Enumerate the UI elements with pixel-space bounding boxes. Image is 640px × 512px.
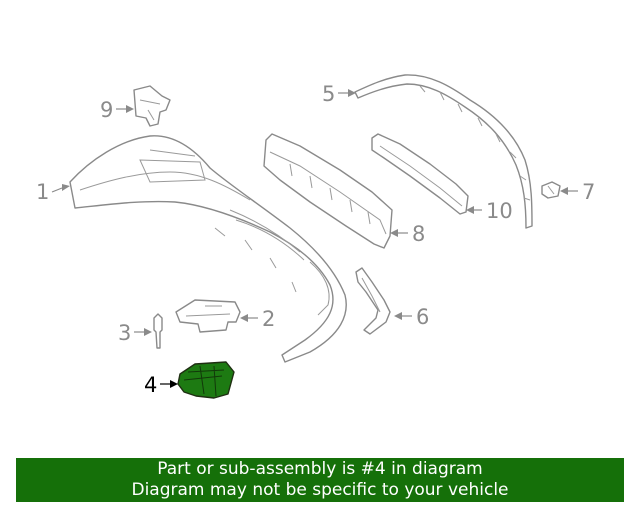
parts-diagram: 1 2 3 4 5 6 7 8 9 10 (36, 74, 595, 399)
callout-5: 5 (322, 82, 356, 106)
callout-label-10: 10 (486, 199, 513, 223)
part-10-absorber[interactable] (371, 133, 469, 215)
part-4-sensor-housing[interactable] (177, 361, 235, 399)
callout-label-1: 1 (36, 180, 49, 204)
callout-label-6: 6 (416, 305, 429, 329)
part-7-small-clip[interactable] (541, 181, 561, 199)
callout-8: 8 (390, 222, 425, 246)
callout-6: 6 (394, 305, 429, 329)
part-9-upper-bracket[interactable] (133, 85, 171, 127)
callout-label-4: 4 (144, 373, 157, 397)
callout-9: 9 (100, 98, 134, 122)
callout-2: 2 (240, 307, 275, 331)
part-6-side-bracket[interactable] (355, 267, 391, 335)
part-2-bracket[interactable] (175, 299, 241, 333)
callout-label-3: 3 (118, 321, 131, 345)
callout-label-2: 2 (262, 307, 275, 331)
callout-1: 1 (36, 180, 70, 204)
callout-4: 4 (144, 373, 178, 397)
part-5-trim-strip[interactable] (354, 74, 533, 229)
banner-line-2: Diagram may not be specific to your vehi… (131, 480, 509, 500)
callout-label-5: 5 (322, 82, 335, 106)
callout-label-7: 7 (582, 180, 595, 204)
part-1-bumper-cover[interactable] (69, 135, 347, 363)
part-3-clip[interactable] (153, 313, 163, 349)
banner-line-1: Part or sub-assembly is #4 in diagram (157, 459, 483, 479)
callout-3: 3 (118, 321, 152, 345)
info-banner: Part or sub-assembly is #4 in diagram Di… (16, 458, 624, 502)
part-8-reinforcement[interactable] (263, 133, 393, 249)
callout-7: 7 (560, 180, 595, 204)
callout-10: 10 (466, 199, 513, 223)
callout-label-9: 9 (100, 98, 113, 122)
callout-label-8: 8 (412, 222, 425, 246)
